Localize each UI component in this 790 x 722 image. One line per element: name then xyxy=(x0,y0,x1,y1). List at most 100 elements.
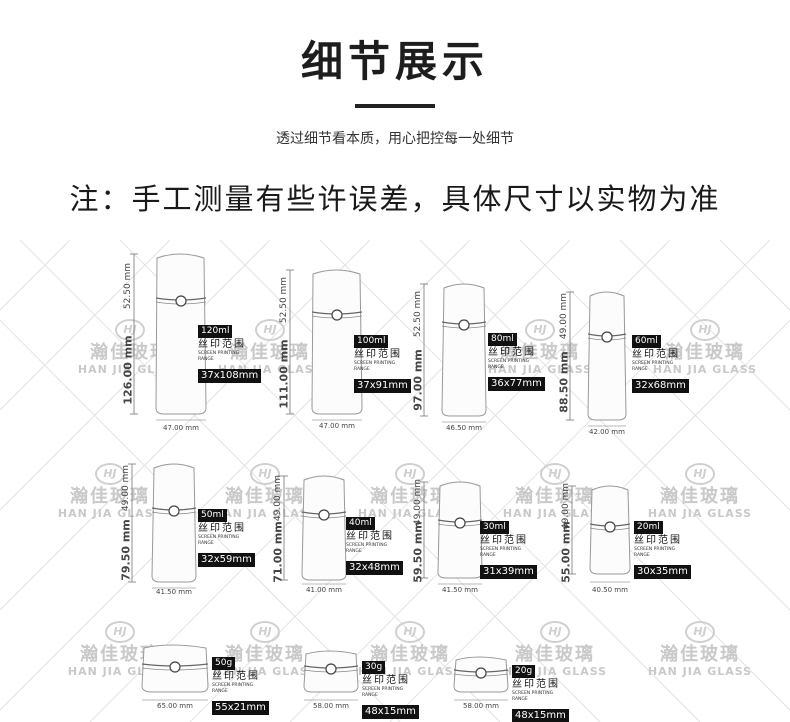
watermark-en: HAN JIA GLASS xyxy=(57,507,163,520)
print-dimension: 37x91mm xyxy=(354,379,411,393)
width-label: 65.00 mm xyxy=(157,702,193,710)
width-label: 42.00 mm xyxy=(589,428,625,436)
watermark-cn: 瀚佳玻璃 xyxy=(515,486,595,507)
bottle-outline xyxy=(286,269,363,421)
print-range-zh: 丝印范围 xyxy=(634,535,682,546)
watermark-logo-icon: HJ xyxy=(115,319,145,341)
watermark-cn: 瀚佳玻璃 xyxy=(370,644,450,665)
watermark-logo-icon: HJ xyxy=(250,463,280,485)
shoulder-height-label: 52.50 mm xyxy=(279,276,289,324)
watermark-logo-icon: HJ xyxy=(540,621,570,643)
print-dimension: 48x15mm xyxy=(362,705,419,719)
jar-outline xyxy=(453,656,509,701)
print-range-tag: 20ml 丝印范围 SCREEN PRINTING RANGE 30x35mm xyxy=(634,514,692,579)
shoulder-height-label: 52.50 mm xyxy=(123,262,133,310)
print-range-en: SCREEN PRINTING RANGE xyxy=(198,535,240,546)
capacity-badge: 50g xyxy=(212,657,236,670)
title-underline xyxy=(355,104,435,108)
print-range-en: SCREEN PRINTING RANGE xyxy=(632,361,674,372)
watermark-en: HAN JIA GLASS xyxy=(502,507,608,520)
bottle-outline xyxy=(130,253,207,421)
watermark-logo-icon: HJ xyxy=(395,621,425,643)
total-height-label: 88.50 mm xyxy=(557,351,571,413)
watermark-cn: 瀚佳玻璃 xyxy=(660,644,740,665)
capacity-badge: 60ml xyxy=(632,335,661,348)
print-range-zh: 丝印范围 xyxy=(212,671,260,682)
jar-outline xyxy=(141,644,209,701)
watermark-cn: 瀚佳玻璃 xyxy=(90,342,170,363)
width-label: 46.50 mm xyxy=(446,424,482,432)
print-range-tag: 50g 丝印范围 SCREEN PRINTING RANGE 55x21mm xyxy=(212,650,270,715)
capacity-badge: 30ml xyxy=(480,521,509,534)
width-label: 58.00 mm xyxy=(463,702,499,710)
watermark-logo-icon: HJ xyxy=(540,463,570,485)
page-subtitle: 透过细节看本质，用心把控每一处细节 xyxy=(276,131,514,147)
print-range-zh: 丝印范围 xyxy=(512,679,560,690)
print-range-zh: 丝印范围 xyxy=(488,347,536,358)
bottle-outline xyxy=(280,475,347,585)
watermark-en: HAN JIA GLASS xyxy=(212,507,318,520)
capacity-badge: 120ml xyxy=(198,325,233,338)
print-dimension: 55x21mm xyxy=(212,701,269,715)
print-range-tag: 60ml 丝印范围 SCREEN PRINTING RANGE 32x68mm xyxy=(632,328,690,393)
print-range-zh: 丝印范围 xyxy=(198,523,246,534)
watermark-logo-icon: HJ xyxy=(95,463,125,485)
watermark-logo-icon: HJ xyxy=(685,463,715,485)
total-height-label: 71.00 mm xyxy=(271,521,285,583)
print-range-tag: 50ml 丝印范围 SCREEN PRINTING RANGE 32x59mm xyxy=(198,502,256,567)
watermark-logo-icon: HJ xyxy=(105,621,135,643)
print-range-tag: 40ml 丝印范围 SCREEN PRINTING RANGE 32x48mm xyxy=(346,510,404,575)
watermark-cn: 瀚佳玻璃 xyxy=(515,644,595,665)
print-range-zh: 丝印范围 xyxy=(480,535,528,546)
print-range-en: SCREEN PRINTING RANGE xyxy=(512,691,554,702)
measurement-note: 注：手工测量有些许误差，具体尺寸以实物为准 xyxy=(69,182,721,216)
print-range-zh: 丝印范围 xyxy=(354,349,402,360)
watermark-logo-icon: HJ xyxy=(250,621,280,643)
total-height-label: 111.00 mm xyxy=(277,339,291,409)
print-range-zh: 丝印范围 xyxy=(362,675,410,686)
watermark-cn: 瀚佳玻璃 xyxy=(665,342,745,363)
print-range-en: SCREEN PRINTING RANGE xyxy=(488,359,530,370)
print-range-tag: 80ml 丝印范围 SCREEN PRINTING RANGE 36x77mm xyxy=(488,326,546,391)
width-label: 47.00 mm xyxy=(163,424,199,432)
total-height-label: 55.00 mm xyxy=(559,521,573,583)
watermark-en: HAN JIA GLASS xyxy=(357,507,463,520)
print-dimension: 32x59mm xyxy=(198,553,255,567)
capacity-badge: 20ml xyxy=(634,521,663,534)
watermark-logo-icon: HJ xyxy=(690,319,720,341)
print-dimension: 30x35mm xyxy=(634,565,691,579)
print-range-zh: 丝印范围 xyxy=(346,531,394,542)
print-range-zh: 丝印范围 xyxy=(632,349,680,360)
capacity-badge: 30g xyxy=(362,661,386,674)
capacity-badge: 80ml xyxy=(488,333,517,346)
watermark-en: HAN JIA GLASS xyxy=(652,363,758,376)
watermark-en: HAN JIA GLASS xyxy=(77,363,183,376)
print-range-tag: 20g 丝印范围 SCREEN PRINTING RANGE 48x15mm xyxy=(512,658,570,722)
capacity-badge: 20g xyxy=(512,665,536,678)
watermark-logo-icon: HJ xyxy=(525,319,555,341)
watermark-cn: 瀚佳玻璃 xyxy=(230,342,310,363)
shoulder-height-label: 49.00 mm xyxy=(413,478,423,526)
print-range-en: SCREEN PRINTING RANGE xyxy=(198,351,240,362)
watermark-cn: 瀚佳玻璃 xyxy=(80,644,160,665)
print-range-en: SCREEN PRINTING RANGE xyxy=(346,543,388,554)
watermark-cn: 瀚佳玻璃 xyxy=(370,486,450,507)
bottle-outline xyxy=(420,283,487,423)
print-range-en: SCREEN PRINTING RANGE xyxy=(634,547,676,558)
shoulder-height-label: 52.50 mm xyxy=(413,290,423,338)
print-range-tag: 100ml 丝印范围 SCREEN PRINTING RANGE 37x91mm xyxy=(354,328,412,393)
width-label: 58.00 mm xyxy=(313,702,349,710)
print-range-zh: 丝印范围 xyxy=(198,339,246,350)
bottle-outline xyxy=(568,485,631,583)
shoulder-height-label: 49.00 mm xyxy=(273,474,283,522)
print-range-en: SCREEN PRINTING RANGE xyxy=(212,683,254,694)
width-label: 47.00 mm xyxy=(319,422,355,430)
watermark-en: HAN JIA GLASS xyxy=(212,665,318,678)
